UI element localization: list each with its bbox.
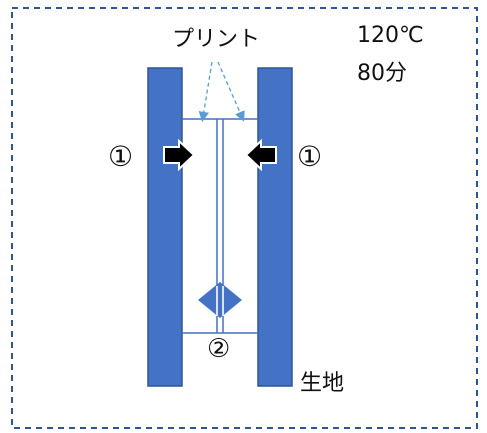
marker-1-left: ①	[108, 140, 133, 173]
print-pointer-left	[198, 61, 213, 123]
diamond-double-arrow-icon	[198, 282, 242, 318]
left-press-panel	[147, 67, 183, 387]
arrow-left-icon	[244, 138, 277, 172]
fabric-label: 生地	[300, 371, 344, 396]
marker-2: ②	[207, 334, 230, 364]
marker-1-right: ①	[297, 140, 322, 173]
arrow-right-icon	[163, 138, 196, 172]
time-label: 80分	[357, 61, 407, 86]
print-pointer-right	[217, 61, 245, 122]
right-press-panel	[257, 67, 293, 387]
dashed-frame	[11, 7, 478, 429]
temperature-label: 120℃	[357, 23, 424, 48]
print-label: プリント	[172, 27, 260, 52]
